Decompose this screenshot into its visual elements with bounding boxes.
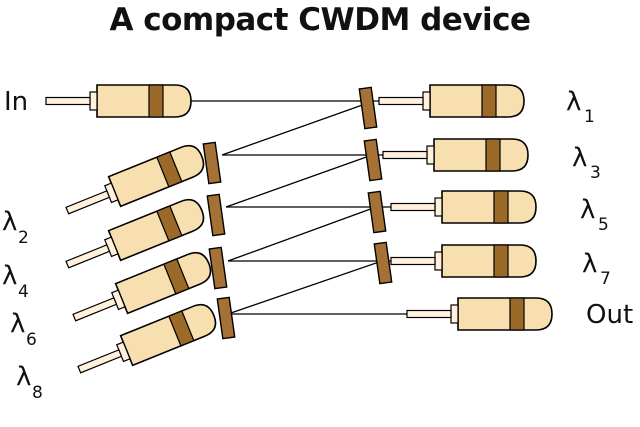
svg-text:λ: λ [580,195,595,225]
label-lambda-7: λ 7 [582,249,611,289]
svg-text:1: 1 [584,107,595,127]
filter-right-1 [358,86,378,130]
svg-text:λ: λ [2,261,17,291]
svg-text:2: 2 [18,228,29,248]
svg-text:5: 5 [598,215,609,235]
svg-text:λ: λ [10,309,25,339]
collimator-lambda-5 [390,190,537,224]
diagram-title: A compact CWDM device [109,2,531,38]
filter-right-3 [367,190,387,234]
label-lambda-8: λ 8 [16,362,43,403]
collimator-lambda-3 [382,138,529,172]
filter-right-4 [373,241,393,285]
svg-text:8: 8 [32,383,43,403]
label-lambda-3: λ 3 [572,143,601,183]
filter-right-2 [363,138,383,182]
label-lambda-6: λ 6 [10,309,37,350]
svg-text:7: 7 [600,269,611,289]
filter-left-4 [216,296,236,340]
filter-left-3 [208,246,228,290]
label-lambda-4: λ 4 [2,261,29,302]
svg-text:λ: λ [16,362,31,392]
label-lambda-1: λ 1 [566,87,595,127]
svg-text:λ: λ [582,249,597,279]
label-out: Out [586,300,633,330]
filters [202,86,393,340]
label-lambda-5: λ 5 [580,195,609,235]
svg-text:4: 4 [18,282,29,302]
collimator-out [406,297,553,331]
svg-text:λ: λ [566,87,581,117]
label-lambda-2: λ 2 [2,207,29,248]
collimator-in [45,84,192,118]
svg-text:3: 3 [590,163,601,183]
collimator-lambda-7 [390,244,537,278]
filter-left-1 [202,141,222,185]
collimator-lambda-1 [378,84,525,118]
svg-text:λ: λ [572,143,587,173]
label-in: In [4,87,28,117]
svg-text:6: 6 [26,330,37,350]
svg-text:λ: λ [2,207,17,237]
filter-left-2 [206,193,226,237]
